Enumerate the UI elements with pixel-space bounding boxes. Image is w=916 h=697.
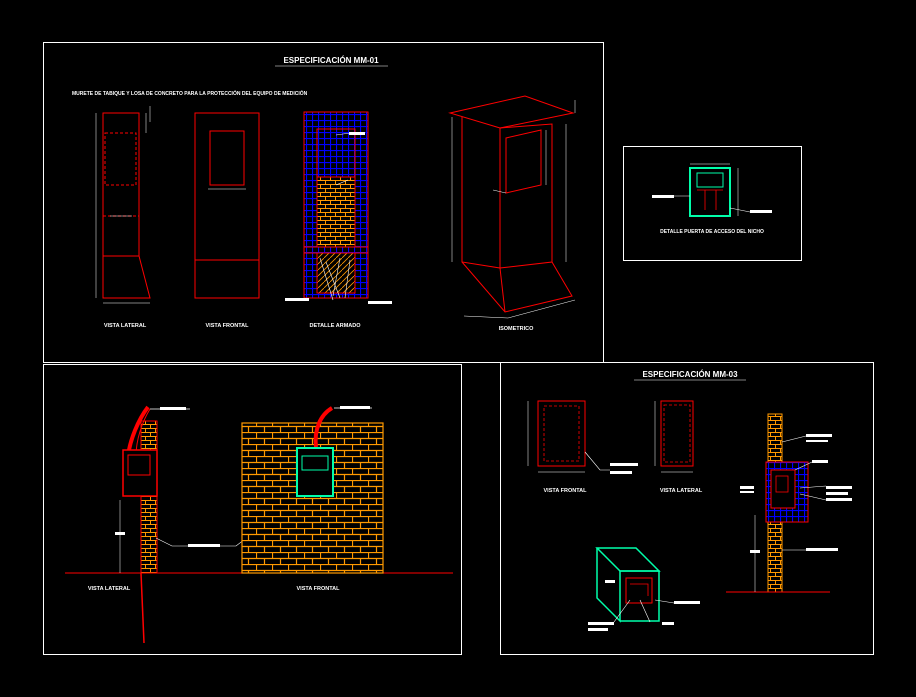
armado-detail-mm01	[285, 111, 392, 304]
sheet-frame-top-left	[43, 42, 604, 363]
label-isometric-view: ISOMETRICO	[499, 326, 535, 332]
sheet-frame-top-right	[623, 146, 802, 261]
isometric-box-mm03	[588, 547, 700, 631]
access-door-detail	[652, 163, 772, 217]
sheet-frame-bottom-left	[43, 364, 462, 655]
sheet-subtitle-mm01: MURETE DE TABIQUE Y LOSA DE CONCRETO PAR…	[72, 89, 308, 97]
label-access-door-caption: DETALLE PUERTA DE ACCESO DEL NICHO	[660, 229, 764, 235]
label-frontal-view-mm03: VISTA FRONTAL	[544, 488, 588, 494]
lateral-dimensions-mm01	[95, 106, 151, 304]
frontal-view-mm03	[527, 400, 638, 474]
sheet-title-mm01: ESPECIFICACIÓN MM-01	[283, 56, 379, 65]
label-frontal-view-bottom-left: VISTA FRONTAL	[297, 586, 341, 592]
label-frontal-view: VISTA FRONTAL	[206, 323, 250, 329]
label-armado-detail: DETALLE ARMADO	[309, 323, 361, 329]
label-lateral-view-mm03: VISTA LATERAL	[660, 488, 703, 494]
frontal-brick-wall	[241, 406, 384, 574]
lateral-wall-with-meter	[115, 405, 263, 644]
label-lateral-view: VISTA LATERAL	[104, 323, 147, 329]
lateral-view-mm03	[654, 400, 694, 473]
isometric-view-mm01	[448, 95, 575, 313]
lateral-view-mm01	[102, 112, 151, 299]
sheet-frame-bottom-right	[500, 362, 874, 655]
frontal-view-mm01	[194, 112, 260, 299]
label-lateral-view-bottom-left: VISTA LATERAL	[88, 586, 131, 592]
isometric-dimensions	[451, 100, 576, 319]
section-brick-column-mm03	[726, 413, 852, 593]
sheet-title-mm03: ESPECIFICACIÓN MM-03	[642, 370, 738, 379]
